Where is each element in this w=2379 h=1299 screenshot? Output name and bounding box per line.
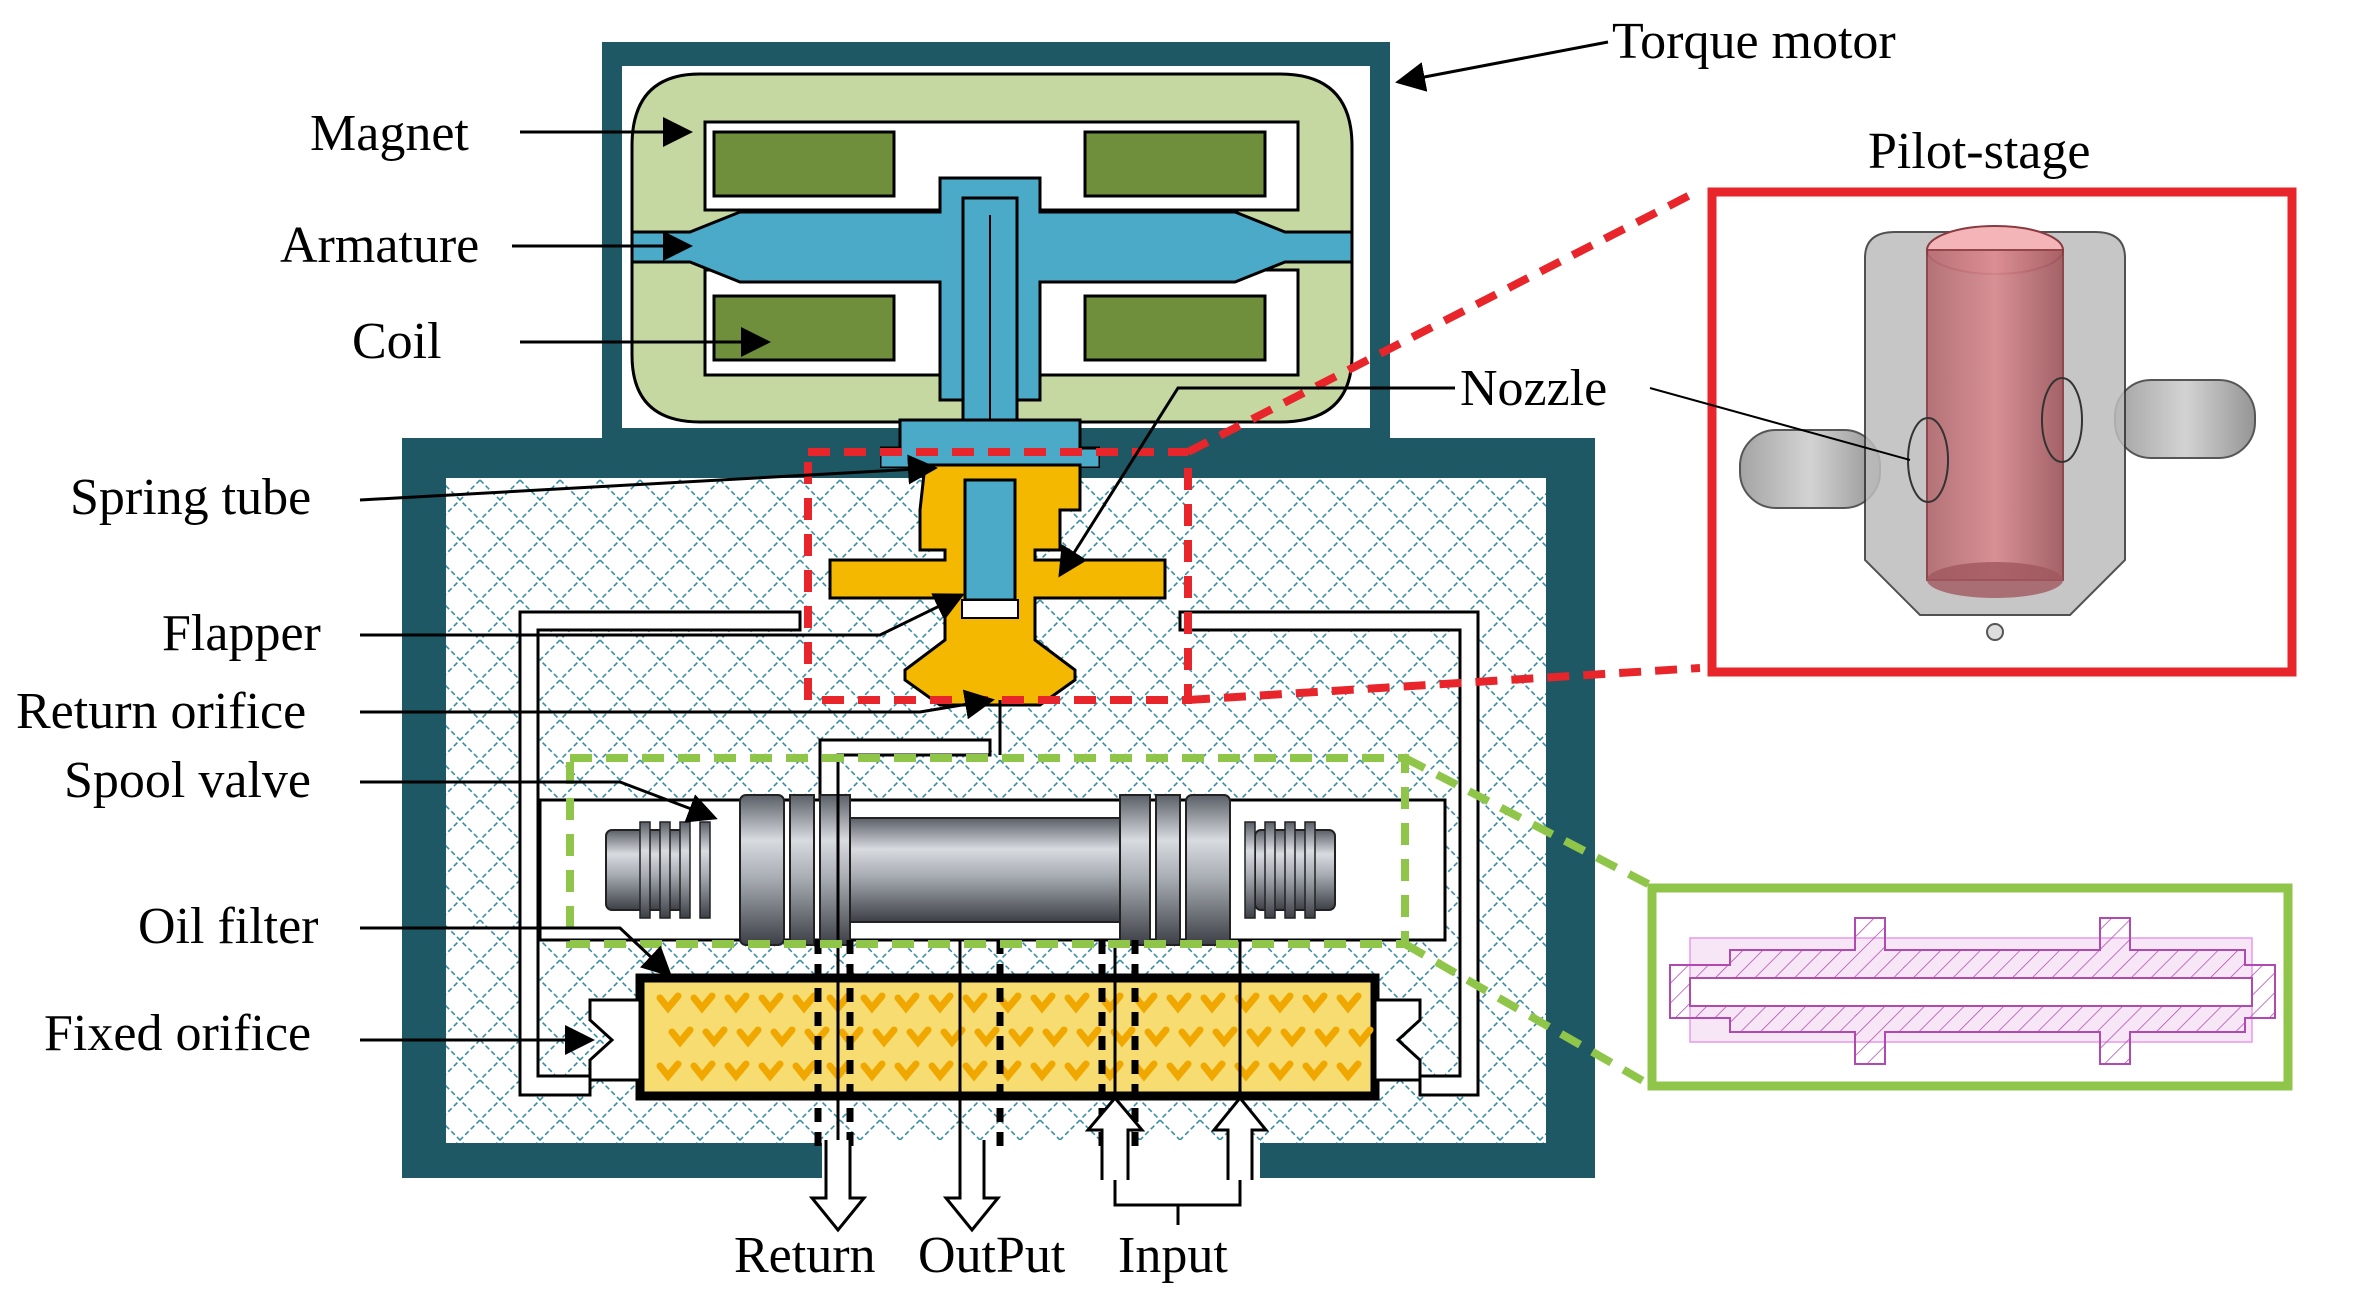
filter-mark [724,992,750,1014]
filter-mark [1200,1060,1226,1082]
filter-mark [758,992,784,1014]
labels: Torque motor Magnet Armature Coil Nozzle… [16,13,2090,1284]
filter-mark [872,1026,898,1048]
label-port-input: Input [1118,1227,1228,1284]
filter-mark [724,1060,750,1082]
filter-mark [894,1060,920,1082]
filter-mark [894,992,920,1014]
filter-mark [906,1026,932,1048]
filter-mark [792,1060,818,1082]
filter-mark [690,1060,716,1082]
coil-block [1083,130,1267,198]
label-magnet: Magnet [310,105,469,162]
filter-mark [1336,1060,1362,1082]
filter-mark [1314,1026,1340,1048]
label-oil-filter: Oil filter [138,898,319,955]
filter-mark [860,992,886,1014]
filter-mark [1064,992,1090,1014]
filter-mark [1064,1060,1090,1082]
filter-mark [736,1026,762,1048]
filter-mark [1042,1026,1068,1048]
filter-mark [962,992,988,1014]
label-coil: Coil [352,313,442,370]
filter-mark [1030,1060,1056,1082]
filter-mark [1166,1060,1192,1082]
filter-mark [1166,992,1192,1014]
filter-mark [1336,992,1362,1014]
filter-mark [1076,1026,1102,1048]
filter-mark [758,1060,784,1082]
spool-valve [605,794,1336,946]
filter-mark [770,1026,796,1048]
label-nozzle: Nozzle [1460,360,1607,417]
filter-mark [702,1026,728,1048]
filter-mark [962,1060,988,1082]
spool-region-box [566,754,1409,948]
spool-section-inset [1647,883,2293,1091]
ports [808,1095,1270,1233]
filter-mark [1246,1026,1272,1048]
filter-mark [1008,1026,1034,1048]
filter-mark [690,992,716,1014]
label-spring-tube: Spring tube [70,469,311,526]
oil-filter [588,940,1422,1150]
filter-mark [656,992,682,1014]
filter-mark [1030,992,1056,1014]
label-armature: Armature [280,217,479,274]
pilot-region-box [804,448,1192,704]
filter-mark [1212,1026,1238,1048]
coil-block [712,294,896,362]
filter-mark [860,1060,886,1082]
filter-mark [792,992,818,1014]
label-return-orifice: Return orifice [16,683,306,740]
filter-mark [668,1026,694,1048]
filter-mark [1200,992,1226,1014]
label-fixed-orifice: Fixed orifice [44,1005,311,1062]
filter-mark [1302,992,1328,1014]
label-pilot-stage: Pilot-stage [1868,123,2090,180]
filter-mark [1144,1026,1170,1048]
filter-mark [656,1060,682,1082]
filter-mark [974,1026,1000,1048]
filter-mark [1268,1060,1294,1082]
label-port-return: Return [734,1227,876,1284]
pilot-stage-inset [1707,187,2297,677]
filter-mark [1132,992,1158,1014]
filter-mark [1178,1026,1204,1048]
label-torque-motor: Torque motor [1612,13,1896,70]
coil-block [1083,294,1267,362]
label-port-output: OutPut [918,1227,1066,1284]
label-flapper: Flapper [162,605,321,662]
filter-mark [1280,1026,1306,1048]
filter-mark [1110,1026,1136,1048]
filter-mark [1302,1060,1328,1082]
filter-mark [1348,1026,1374,1048]
filter-mark [928,992,954,1014]
filter-mark [928,1060,954,1082]
flapper-nozzle-block [828,463,1167,707]
torque-motor [602,42,1390,600]
filter-mark [1268,992,1294,1014]
filter-mark [1132,1060,1158,1082]
coil-block [712,130,896,198]
label-spool-valve: Spool valve [64,752,311,809]
